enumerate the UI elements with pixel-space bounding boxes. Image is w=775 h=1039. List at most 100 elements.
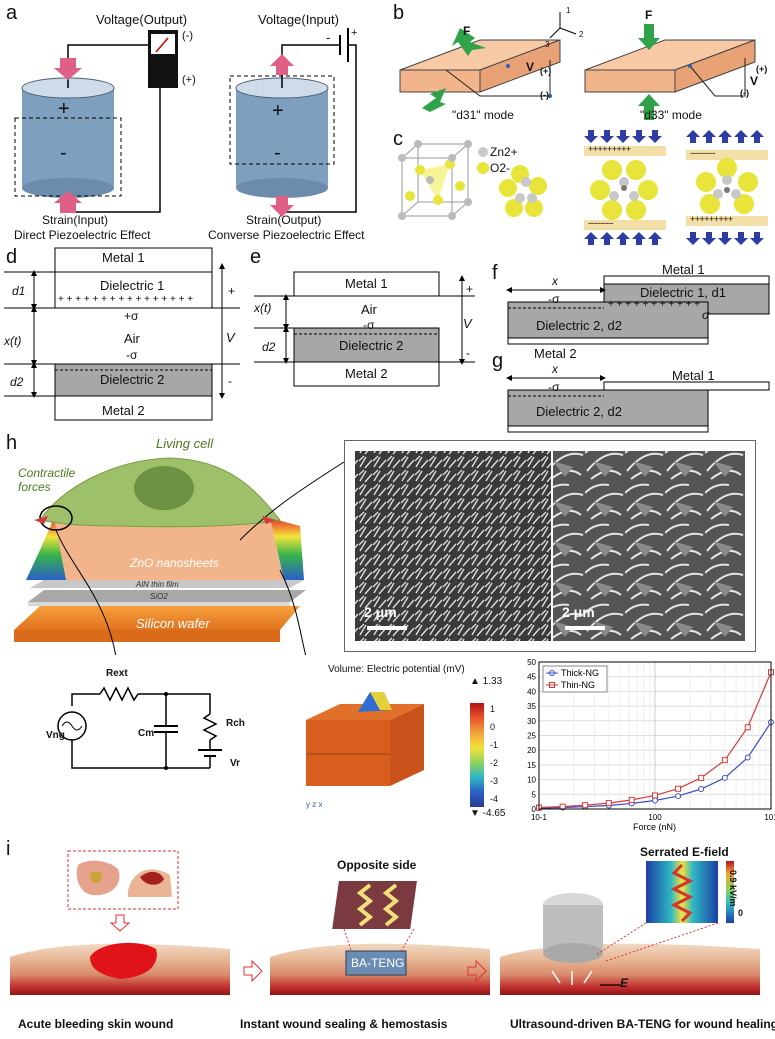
d-d1-label: d1 — [12, 284, 25, 298]
rext-label: Rext — [106, 668, 128, 679]
right-strain-label: Strain(Output) — [246, 213, 321, 227]
chart-point — [629, 797, 634, 802]
e-vector-label: E — [620, 976, 628, 990]
converse-effect-caption: Converse Piezoelectric Effect — [208, 228, 365, 242]
chart-point — [745, 755, 750, 760]
chart-point — [722, 775, 727, 780]
serrated-field-label: Serrated E-field — [640, 845, 729, 859]
force-arrow-left-icon — [34, 516, 48, 524]
scale-bar-right — [565, 626, 605, 630]
scale-bar-left — [367, 626, 407, 630]
vng-label: Vng — [46, 730, 65, 741]
plus-label-left: (+) — [540, 66, 551, 76]
g-metal1-box — [604, 382, 769, 390]
rch-label: Rch — [226, 718, 245, 729]
f-metal1-label: Metal 1 — [662, 262, 705, 277]
e-v-label: V — [463, 316, 472, 331]
chart-y-tick-label: 15 — [527, 761, 536, 770]
g-dielectric2-label: Dielectric 2, d2 — [536, 404, 622, 419]
d-v-label: V — [226, 330, 235, 345]
potential-colorbar — [470, 703, 484, 807]
chart-x-tick-label: 100 — [648, 813, 662, 822]
force-label-left: F — [463, 24, 470, 38]
d33-mode-label: "d33" mode — [640, 108, 702, 122]
chart-x-tick-label: 10-1 — [531, 813, 548, 822]
d-xt-label: x(t) — [4, 334, 21, 348]
contractile-forces-label: Contractile forces — [18, 466, 98, 494]
colorbar-max: ▲ 1.33 — [470, 676, 502, 687]
sem-image-frame — [344, 440, 756, 652]
minus-label-right: (-) — [740, 88, 749, 98]
zno-nanosheets — [40, 518, 284, 580]
chart-y-tick-label: 45 — [527, 673, 536, 682]
f-sigma-label: σ — [702, 308, 709, 322]
chart-y-tick-label: 30 — [527, 717, 536, 726]
vr-label: Vr — [230, 758, 240, 769]
compressed-hexagon — [590, 160, 658, 220]
legend-thin-ng: Thin-NG — [561, 680, 595, 690]
d-dielectric1-label: Dielectric 1 — [100, 278, 164, 293]
colorbar-tick: -2 — [490, 758, 498, 768]
left-voltage-label: Voltage(Output) — [96, 12, 187, 27]
d-air-label: Air — [124, 331, 140, 346]
f-dielectric2-label: Dielectric 2, d2 — [536, 318, 622, 333]
right-cylinder-bottom — [236, 178, 328, 198]
colorbar-tick: -4 — [490, 794, 498, 804]
right-minus-label: - — [326, 30, 330, 45]
axis-2-label: 2 — [579, 30, 583, 39]
e-air-label: Air — [361, 302, 377, 317]
colorbar-tick: 1 — [490, 704, 495, 714]
chart-x-tick-label: 101 — [764, 813, 775, 822]
f-x-label: x — [552, 274, 558, 288]
zn-legend-label: Zn2+ — [490, 145, 518, 159]
g-metal2-box — [508, 426, 708, 432]
right-voltage-label: Voltage(Input) — [258, 12, 339, 27]
chart-y-tick-label: 35 — [527, 702, 536, 711]
silicon-wafer-label: Silicon wafer — [136, 616, 210, 631]
caption-ultrasound-healing: Ultrasound-driven BA-TENG for wound heal… — [510, 1017, 775, 1031]
strain-arrow-down-icon — [54, 58, 82, 80]
volume-title: Volume: Electric potential (mV) — [328, 664, 465, 675]
e-metal1-label: Metal 1 — [345, 276, 388, 291]
d-plus-terminal: + — [228, 284, 235, 298]
f-metal1-box — [604, 276, 769, 284]
right-arrow-icon-1 — [244, 961, 262, 981]
axis-1-label: 1 — [566, 6, 570, 15]
d-d2-label: d2 — [10, 375, 23, 389]
opposite-side-label: Opposite side — [337, 858, 416, 872]
o-legend-label: O2- — [490, 161, 510, 175]
equivalent-circuit — [40, 684, 250, 794]
d31-mode-label: "d31" mode — [452, 108, 514, 122]
potential-box — [300, 680, 430, 820]
cell-nucleus — [134, 466, 194, 510]
colorbar-tick: -1 — [490, 740, 498, 750]
panel-c-diagram — [390, 130, 775, 245]
left-strain-label: Strain(Input) — [42, 213, 108, 227]
force-voltage-chart: 05101520253035404550 10-1100101 Thick-NG… — [515, 654, 775, 834]
right-plus-sign: + — [272, 100, 284, 123]
stretched-plus-row: +++++++++ — [690, 214, 733, 224]
legend-thick-ng: Thick-NG — [561, 668, 599, 678]
stretched-minus-row: ---------- — [690, 148, 715, 158]
chart-y-tick-label: 10 — [527, 776, 536, 785]
chart-point — [699, 775, 704, 780]
colorbar-min: ▼ -4.65 — [470, 808, 505, 819]
chart-y-ticks: 05101520253035404550 — [527, 658, 536, 814]
stretched-hexagon — [696, 158, 758, 214]
e-metal2-label: Metal 2 — [345, 366, 388, 381]
left-minus-sign: - — [60, 142, 67, 165]
sem-images — [345, 441, 755, 651]
compressed-plus-row: +++++++++ — [588, 144, 631, 154]
f-metal2-label: Metal 2 — [534, 346, 577, 361]
panel-label-g: g — [492, 350, 503, 373]
chart-point — [653, 793, 658, 798]
chart-x-axis-label: Force (nN) — [633, 822, 676, 832]
chart-point — [583, 803, 588, 808]
chart-x-ticks: 10-1 100 101 — [531, 813, 775, 822]
panel-d-diagram — [0, 246, 245, 426]
e-minus-terminal: - — [466, 346, 470, 360]
caption-wound-sealing: Instant wound sealing & hemostasis — [240, 1017, 447, 1031]
chart-point — [606, 801, 611, 806]
rext-resistor-icon — [100, 688, 138, 700]
axis-3-label: 3 — [545, 40, 549, 49]
